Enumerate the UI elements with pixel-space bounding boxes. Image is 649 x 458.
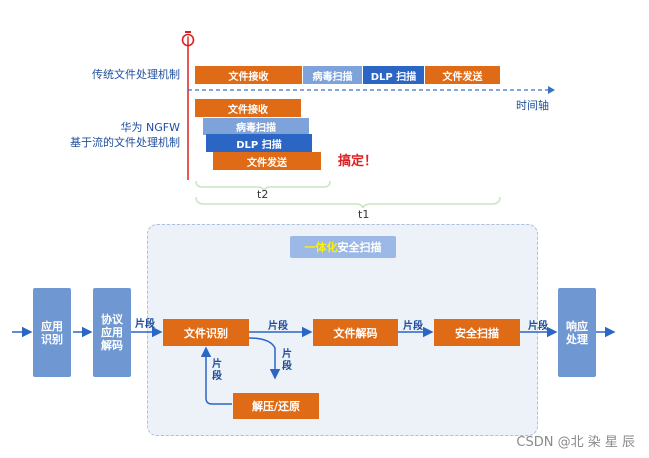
parallel-step-dlp-scan: DLP 扫描 bbox=[206, 134, 312, 152]
parallel-step-virus-scan: 病毒扫描 bbox=[203, 118, 309, 135]
t2-label: t2 bbox=[257, 188, 269, 201]
timeline-lines bbox=[187, 40, 555, 209]
time-axis-label: 时间轴 bbox=[516, 99, 549, 112]
title-highlight: 一体化 bbox=[304, 241, 338, 254]
serial-step-send: 文件发送 bbox=[425, 66, 500, 84]
response-box: 响应处理 bbox=[558, 288, 596, 377]
integrated-scan-title: 一体化安全扫描 bbox=[290, 236, 396, 258]
segment-label-4: 片段 bbox=[528, 321, 548, 332]
arrow-decompress-to-file bbox=[200, 346, 232, 405]
segment-label-2: 片段 bbox=[268, 321, 288, 332]
file-decode-box: 文件解码 bbox=[313, 319, 398, 346]
done-text: 搞定！ bbox=[338, 154, 378, 169]
ngfw-label-line1: 华为 NGFW bbox=[120, 121, 180, 134]
security-scan-box: 安全扫描 bbox=[434, 319, 520, 346]
stopwatch-icon bbox=[181, 31, 195, 47]
segment-label-3: 片段 bbox=[403, 321, 423, 332]
parallel-step-receive: 文件接收 bbox=[195, 99, 301, 117]
flow-arrows bbox=[12, 326, 616, 405]
protocol-decode-box: 协议应用解码 bbox=[93, 288, 131, 377]
parallel-step-send: 文件发送 bbox=[213, 152, 321, 170]
arrow-file-to-decompress bbox=[248, 337, 281, 380]
decompress-box: 解压/还原 bbox=[233, 393, 319, 419]
traditional-mechanism-label: 传统文件处理机制 bbox=[92, 68, 180, 81]
t2-brace bbox=[195, 180, 331, 192]
segment-label-up: 片段 bbox=[212, 359, 222, 382]
segment-label-down: 片段 bbox=[282, 349, 292, 372]
time-axis-arrowhead bbox=[548, 86, 555, 94]
serial-step-receive: 文件接收 bbox=[195, 66, 302, 84]
serial-step-dlp-scan: DLP 扫描 bbox=[363, 66, 424, 84]
t1-label: t1 bbox=[358, 208, 370, 221]
file-identify-box: 文件识别 bbox=[163, 319, 249, 346]
watermark: CSDN @北 染 星 辰 bbox=[516, 435, 635, 450]
ngfw-label-line2: 基于流的文件处理机制 bbox=[70, 136, 180, 149]
t1-brace bbox=[195, 196, 501, 209]
serial-step-virus-scan: 病毒扫描 bbox=[303, 66, 362, 84]
title-rest: 安全扫描 bbox=[337, 241, 382, 254]
app-identify-box: 应用识别 bbox=[33, 288, 71, 377]
segment-label-1: 片段 bbox=[135, 319, 155, 330]
